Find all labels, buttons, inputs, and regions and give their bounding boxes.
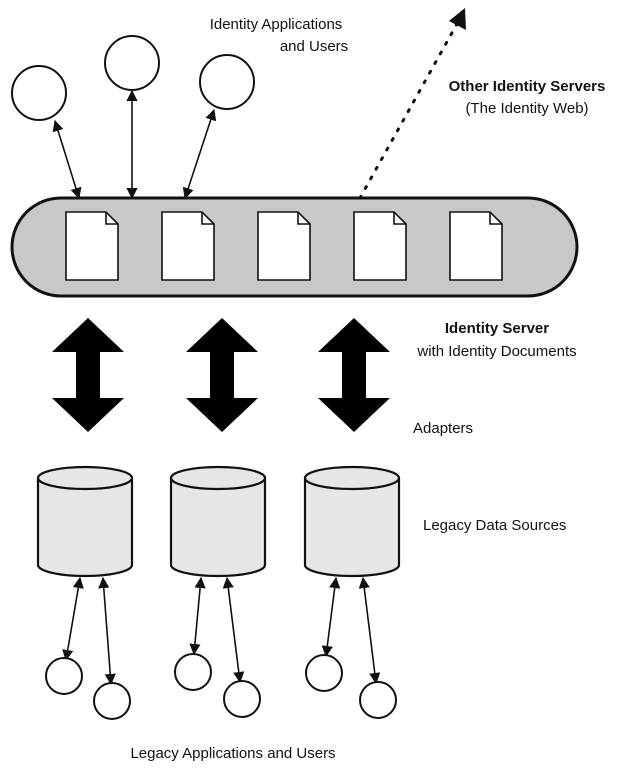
document-icon <box>65 211 119 281</box>
database-cylinder-icon <box>36 465 134 578</box>
top-user-circle <box>11 65 67 121</box>
database-cylinder-icon <box>303 465 401 578</box>
bottom-user-circle <box>93 682 131 720</box>
server-subtitle: with Identity Documents <box>416 343 576 360</box>
document-icon <box>449 211 503 281</box>
bottom-user-circle <box>174 653 212 691</box>
other-servers-subtitle: (The Identity Web) <box>465 100 588 117</box>
database-cylinder-icon <box>169 465 267 578</box>
legacy-apps-label: Legacy Applications and Users <box>130 745 335 762</box>
identity-web-arrowhead <box>449 8 466 30</box>
adapter-double-arrow <box>186 318 258 432</box>
other-servers-title: Other Identity Servers <box>449 78 606 95</box>
adapter-double-arrow <box>52 318 124 432</box>
top-apps-label-line2: and Users <box>280 38 348 55</box>
bottom-user-circle <box>305 654 343 692</box>
bottom-connector-arrow <box>98 576 116 686</box>
bottom-connector-arrow <box>358 576 381 685</box>
bottom-user-circle <box>223 680 261 718</box>
bottom-connector-arrow <box>321 576 341 658</box>
top-connector-arrow <box>182 108 217 200</box>
bottom-user-circle <box>45 657 83 695</box>
document-icon <box>257 211 311 281</box>
legacy-sources-label: Legacy Data Sources <box>423 517 566 534</box>
top-connector-arrow <box>52 119 82 200</box>
top-user-circle <box>199 54 255 110</box>
adapter-double-arrow <box>318 318 390 432</box>
document-icon <box>161 211 215 281</box>
bottom-connector-arrow <box>222 576 245 684</box>
bottom-user-circle <box>359 681 397 719</box>
bottom-connector-arrow <box>62 576 84 662</box>
identity-web-dotted-arrow <box>358 20 460 200</box>
bottom-connector-arrow <box>189 576 206 656</box>
adapters-label: Adapters <box>413 420 473 437</box>
top-apps-label-line1: Identity Applications <box>210 16 343 33</box>
server-title: Identity Server <box>445 320 549 337</box>
document-icon <box>353 211 407 281</box>
top-user-circle <box>104 35 160 91</box>
